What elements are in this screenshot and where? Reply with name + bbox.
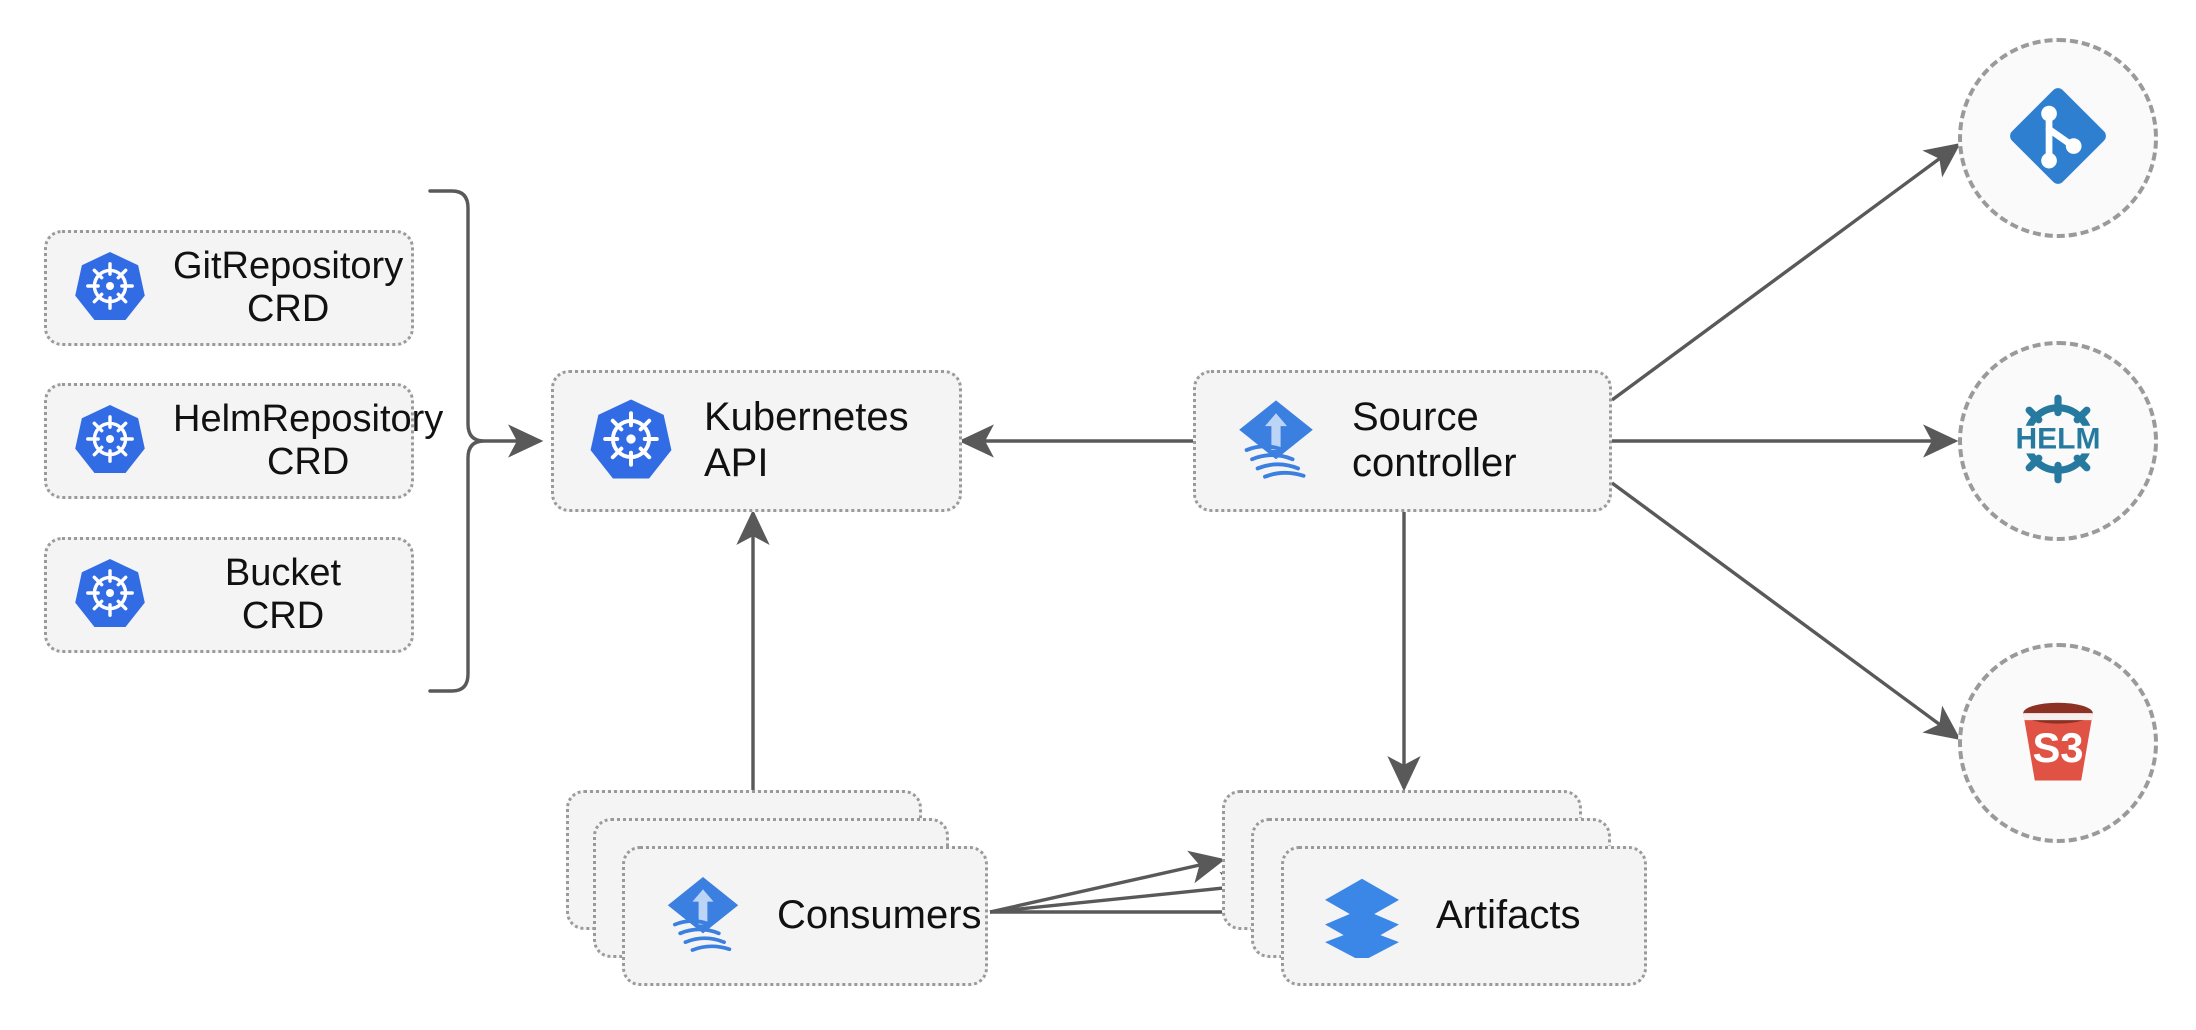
- crd-label: Bucket CRD: [224, 552, 342, 637]
- s3-label: S3: [2032, 723, 2083, 770]
- layers-icon: [1318, 870, 1406, 963]
- node-kubernetes-api[interactable]: Kubernetes API: [551, 370, 962, 512]
- source-circle-s3[interactable]: S3: [1958, 643, 2158, 843]
- node-label: Kubernetes API: [704, 395, 909, 485]
- kubernetes-icon: [73, 556, 147, 635]
- crd-label: HelmRepository CRD: [173, 398, 444, 483]
- crd-box-gitrepository[interactable]: GitRepository CRD: [44, 230, 414, 346]
- helm-icon: HELM: [1998, 379, 2118, 504]
- node-label: Artifacts: [1436, 893, 1581, 938]
- crd-label: GitRepository CRD: [173, 245, 404, 330]
- helm-label: HELM: [2016, 422, 2101, 455]
- git-icon: [2002, 80, 2114, 197]
- edge-source-controller-to-git: [1610, 142, 1961, 402]
- source-circle-git[interactable]: [1958, 38, 2158, 238]
- kubernetes-icon: [588, 396, 674, 487]
- flux-icon: [1230, 393, 1322, 490]
- kubernetes-icon: [73, 402, 147, 481]
- node-consumers[interactable]: Consumers: [622, 846, 988, 986]
- node-label: Consumers: [777, 893, 982, 938]
- crd-box-bucket[interactable]: Bucket CRD: [44, 537, 414, 653]
- kubernetes-icon: [73, 249, 147, 328]
- crd-box-helmrepository[interactable]: HelmRepository CRD: [44, 383, 443, 499]
- edge-source-controller-to-s3: [1610, 481, 1961, 741]
- source-circle-helm[interactable]: HELM: [1958, 341, 2158, 541]
- s3-icon: S3: [2000, 683, 2116, 804]
- node-source-controller[interactable]: Source controller: [1193, 370, 1612, 512]
- flux-icon: [659, 870, 747, 963]
- node-artifacts[interactable]: Artifacts: [1281, 846, 1647, 986]
- edge-consumers-to-artifacts-1: [989, 850, 1226, 914]
- edge-consumers-to-artifacts-2: [989, 871, 1257, 914]
- node-label: Source controller: [1352, 395, 1517, 485]
